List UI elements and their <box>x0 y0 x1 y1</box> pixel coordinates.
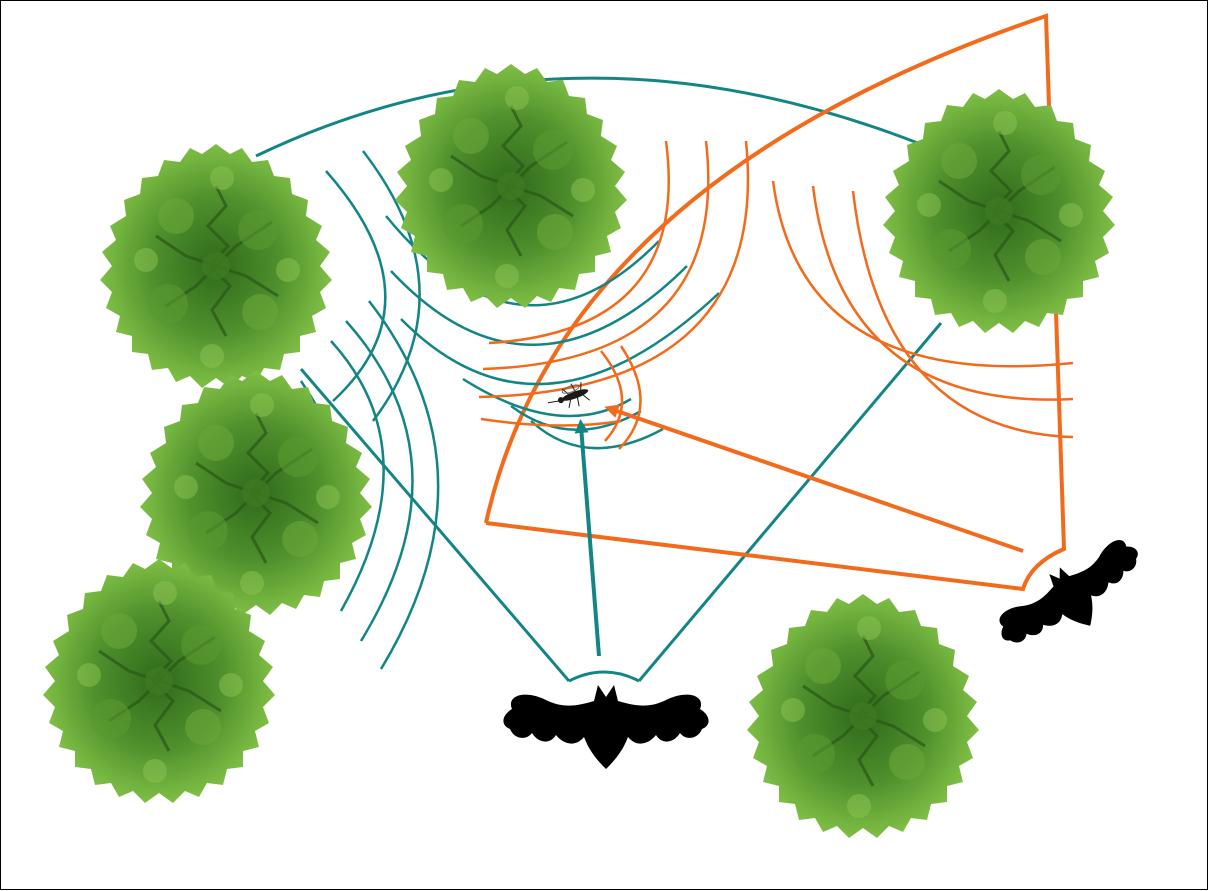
teal-arrow <box>574 419 601 657</box>
tree-icon <box>881 87 1117 335</box>
orange-beam-outline <box>484 13 1067 592</box>
orange-arrow <box>604 404 1024 553</box>
tree-icon <box>393 62 629 310</box>
tree-icon <box>98 142 334 390</box>
bat-icon <box>503 685 709 769</box>
pursuit-arrows <box>574 404 1024 657</box>
tree-icon <box>745 592 981 840</box>
mosquito-icon <box>547 382 591 408</box>
orange-sound-waves <box>478 140 1074 450</box>
echolocation-beam-orange <box>484 13 1067 592</box>
